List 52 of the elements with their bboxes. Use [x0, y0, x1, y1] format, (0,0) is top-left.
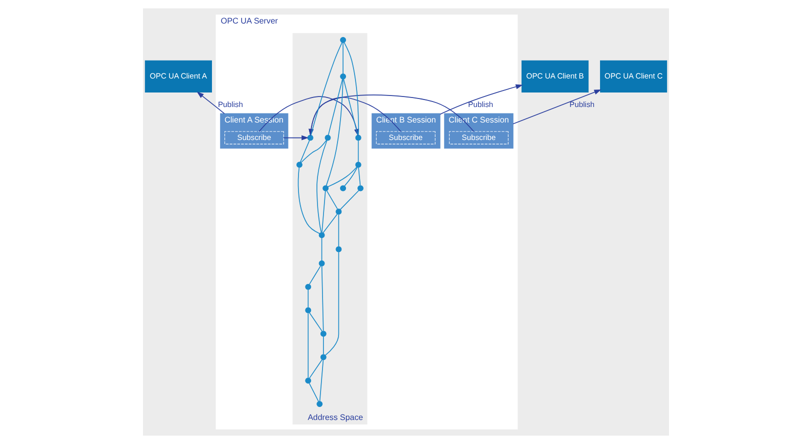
connector	[318, 360, 324, 402]
node-circle	[356, 185, 363, 192]
node-circle	[320, 354, 326, 360]
node-circle	[354, 134, 361, 141]
node-circle	[304, 284, 311, 290]
arrow	[196, 92, 224, 114]
node-circle	[340, 73, 346, 80]
node-circle	[318, 232, 324, 238]
connector	[344, 166, 358, 186]
connector	[320, 238, 322, 261]
node-circle	[304, 307, 311, 314]
arrow	[439, 84, 522, 115]
connector	[327, 78, 342, 136]
connector	[307, 289, 308, 308]
connector	[300, 140, 326, 163]
connector	[322, 336, 324, 355]
node-circle	[340, 36, 346, 43]
node-circle	[324, 134, 330, 141]
connector	[357, 140, 358, 162]
node-circle	[296, 162, 302, 168]
node-circle	[335, 208, 342, 215]
connector	[308, 312, 322, 332]
connector	[310, 42, 342, 136]
connector	[325, 78, 343, 186]
connector	[308, 382, 318, 402]
connector	[358, 167, 360, 186]
arrow	[512, 90, 601, 124]
connector	[326, 190, 338, 210]
node-circle	[320, 330, 326, 337]
connector	[322, 214, 338, 234]
connector	[339, 190, 359, 210]
node-circle	[322, 185, 328, 192]
connector	[320, 266, 324, 332]
node-circle	[335, 246, 342, 252]
connector	[316, 140, 327, 233]
connector	[307, 312, 308, 378]
connector	[299, 140, 310, 163]
connector	[342, 42, 343, 74]
node-circle	[304, 378, 311, 384]
connector	[321, 190, 326, 233]
node-circle	[340, 185, 346, 192]
connector	[324, 252, 339, 356]
connector	[326, 166, 357, 188]
node-circle	[316, 401, 322, 408]
connector	[297, 167, 320, 234]
connector	[308, 266, 320, 285]
arrow	[282, 135, 308, 140]
node-circle	[354, 162, 361, 168]
node-circle	[306, 134, 313, 141]
connector	[308, 359, 322, 379]
connector	[338, 214, 339, 247]
node-circle	[318, 260, 324, 266]
